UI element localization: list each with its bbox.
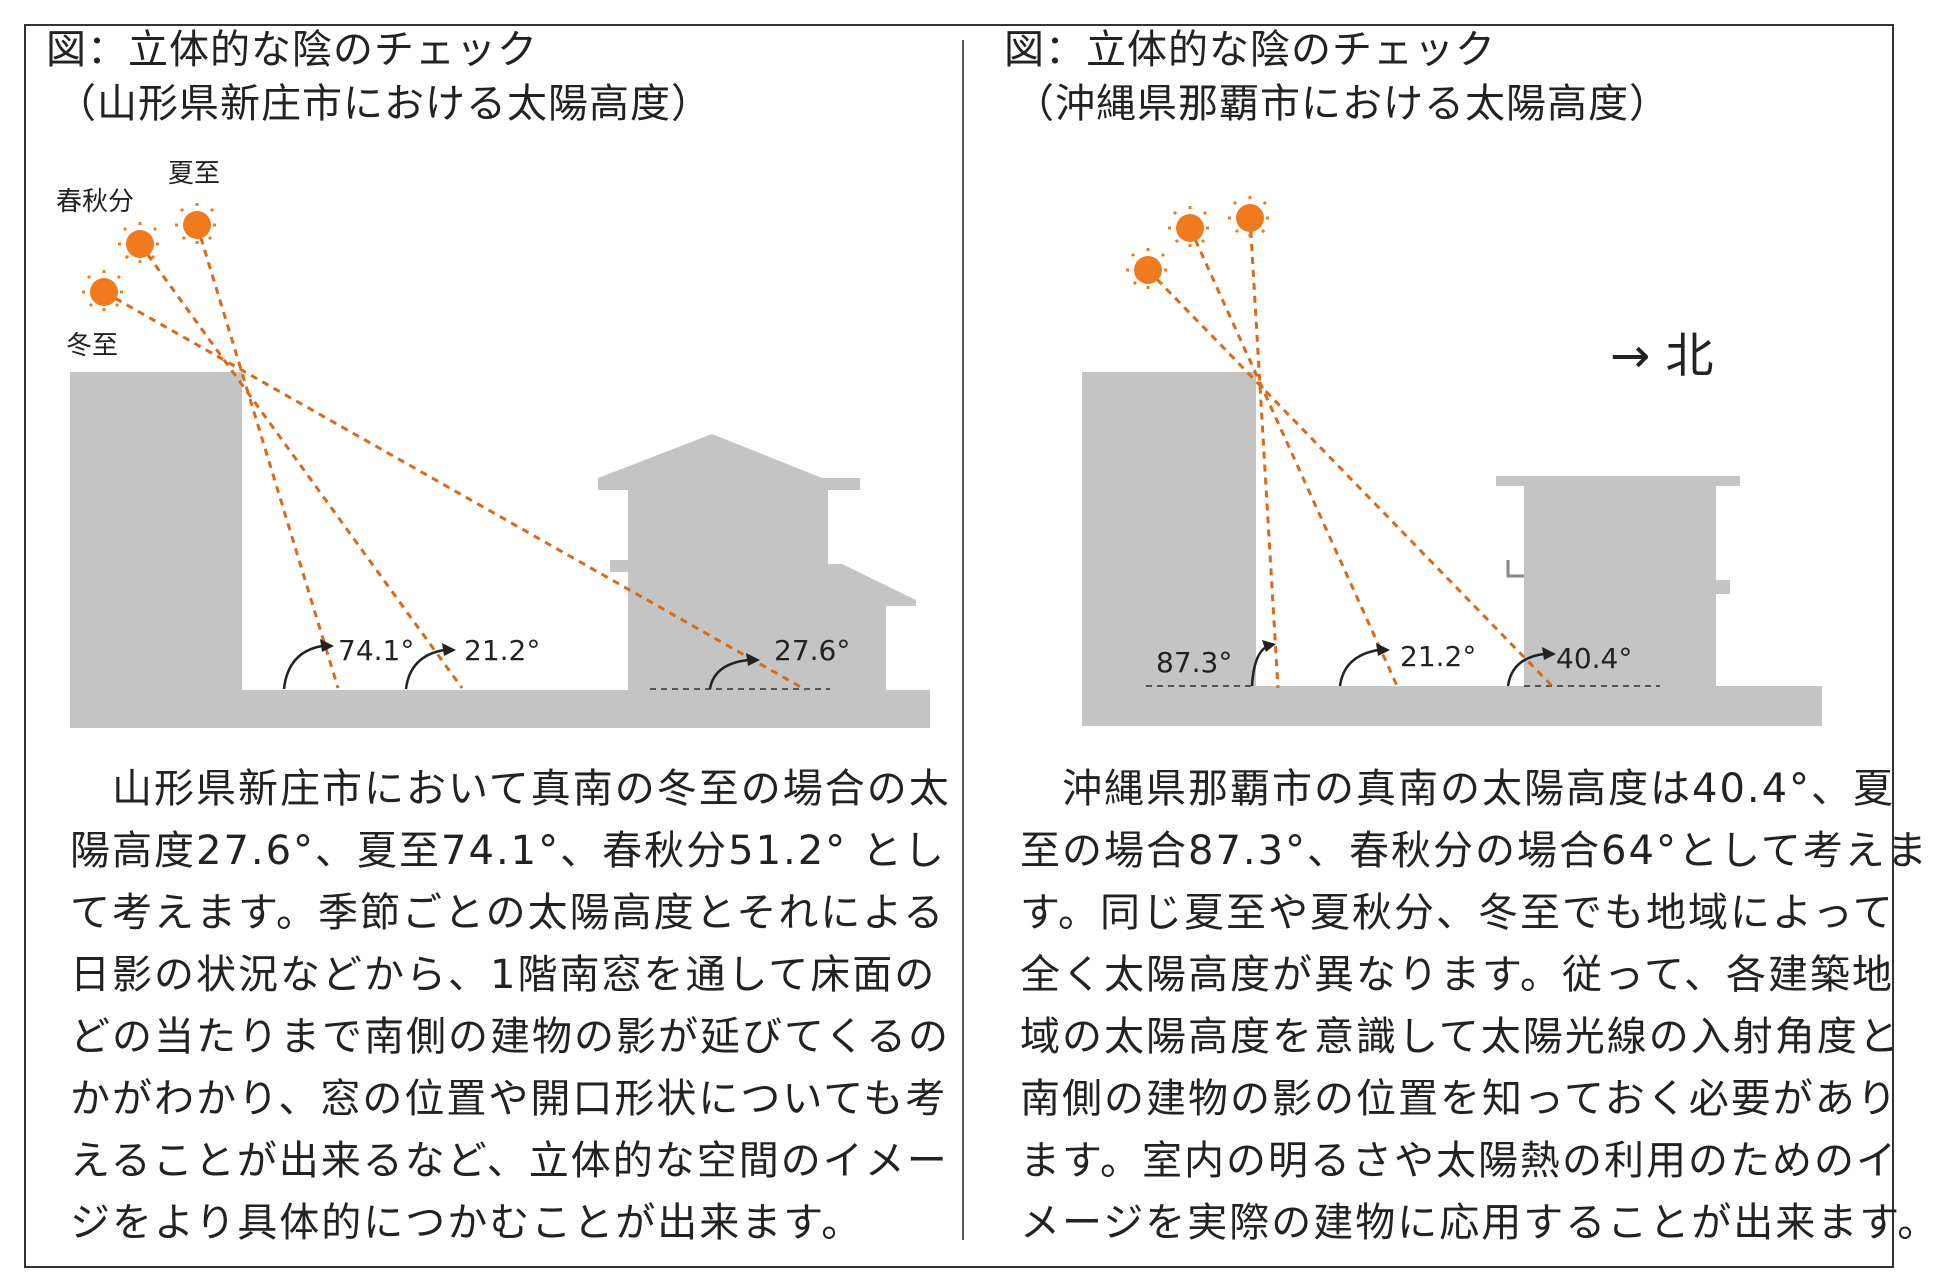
left-label-equinox: 春秋分 (56, 187, 134, 217)
left-arrowhead-equinox (442, 643, 456, 656)
left-angle-equinox: 21.2° (464, 634, 540, 667)
right-diagram: → 北 87.3° 21.2° 40.4° (1082, 196, 1822, 726)
left-body-line: えることが出来るなど、立体的な空間のイメー (70, 1138, 949, 1184)
left-body-text: 山形県新庄市において真南の冬至の場合の太 陽高度27.6°、夏至74.1°、春秋… (70, 758, 951, 1254)
left-title-line1: 図：立体的な陰のチェック (46, 27, 538, 73)
left-sun-summer-icon (175, 203, 219, 247)
left-body-line: どの当たりまで南側の建物の影が延びてくるの (70, 1014, 950, 1060)
right-body-line: ます。室内の明るさや太陽熱の利用のためのイ (1020, 1138, 1898, 1184)
left-arrowhead-summer (320, 639, 334, 652)
right-sun-winter-icon (1126, 248, 1170, 292)
right-body-line: 南側の建物の影の位置を知っておく必要があり (1020, 1076, 1899, 1122)
right-body-line: す。同じ夏至や夏秋分、冬至でも地域によって (1020, 890, 1895, 936)
right-title-line1: 図：立体的な陰のチェック (1004, 27, 1496, 73)
right-tall-building (1082, 372, 1256, 688)
left-angle-arc-winter (708, 658, 749, 690)
left-sun-equinox-icon (118, 222, 162, 266)
right-angle-arc-winter (1506, 652, 1545, 687)
left-body-line: かがわかり、窓の位置や開口形状についても考 (70, 1076, 948, 1122)
right-ground (1082, 686, 1822, 726)
left-body-line: 日影の状況などから、1階南窓を通して床面の (70, 952, 937, 998)
left-label-summer: 夏至 (168, 159, 220, 189)
right-body-line: メージを実際の建物に応用することが出来ます。 (1020, 1200, 1939, 1246)
right-sun-summer-icon (1228, 196, 1272, 240)
left-angle-arc-summer (282, 644, 323, 690)
right-arrowhead-winter (1542, 647, 1556, 660)
right-body-line: 沖縄県那覇市の真南の太陽高度は40.4°、夏 (1020, 766, 1896, 812)
left-body-line: て考えます。季節ごとの太陽高度とそれによる (70, 890, 946, 936)
left-body-line: 山形県新庄市において真南の冬至の場合の太 (70, 766, 951, 812)
right-house (1496, 476, 1740, 688)
left-diagram: 夏至 春秋分 冬至 74.1° 21.2° 27.6° (56, 159, 930, 728)
right-angle-winter: 40.4° (1556, 642, 1632, 675)
right-angle-summer: 87.3° (1156, 646, 1232, 679)
left-body-line: 陽高度27.6°、夏至74.1°、春秋分51.2° とし (70, 828, 946, 874)
left-title-line2: （山形県新庄市における太陽高度） (56, 81, 712, 127)
right-angle-equinox: 21.2° (1400, 640, 1476, 673)
left-label-winter: 冬至 (66, 331, 118, 361)
right-body-line: 全く太陽高度が異なります。従って、各建築地 (1020, 952, 1894, 998)
right-arrowhead-summer (1262, 640, 1276, 652)
left-body-line: ジをより具体的につかむことが出来ます。 (70, 1200, 864, 1246)
left-angle-summer: 74.1° (338, 634, 414, 667)
right-north-label: → 北 (1610, 328, 1713, 384)
right-title-line2: （沖縄県那覇市における太陽高度） (1014, 81, 1670, 127)
left-tall-building (70, 372, 242, 692)
right-body-line: 域の太陽高度を意識して太陽光線の入射角度と (1020, 1014, 1901, 1060)
panel-divider (962, 40, 964, 1240)
left-angle-winter: 27.6° (774, 634, 850, 667)
left-angle-arc-equinox (404, 648, 445, 690)
left-sun-winter-icon (82, 270, 126, 314)
right-body-line: 至の場合87.3°、春秋分の場合64°として考えま (1020, 828, 1929, 874)
left-ground (70, 690, 930, 728)
right-sun-equinox-icon (1168, 206, 1212, 250)
left-house (598, 434, 916, 692)
right-body-text: 沖縄県那覇市の真南の太陽高度は40.4°、夏 至の場合87.3°、春秋分の場合6… (1020, 758, 1939, 1254)
right-angle-arc-equinox (1338, 648, 1379, 687)
left-arrowhead-winter (746, 653, 760, 666)
right-arrowhead-equinox (1376, 643, 1390, 656)
figure-frame (24, 24, 1894, 1268)
left-sun-rays (103, 224, 807, 692)
right-sun-rays (1146, 217, 1556, 690)
